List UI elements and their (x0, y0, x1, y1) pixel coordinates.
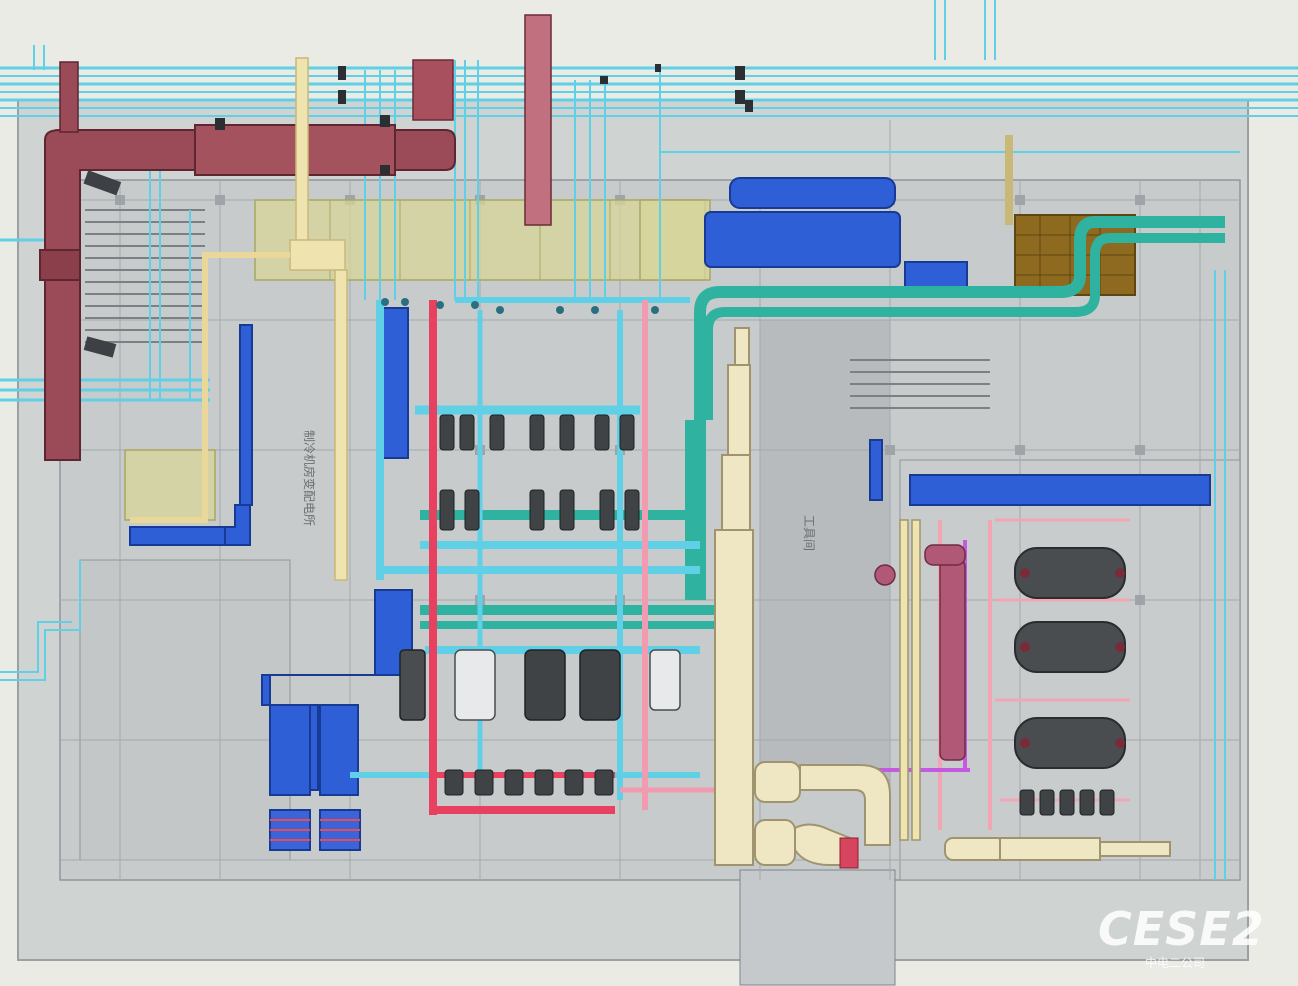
substation-room-label: 制冷机房变配电所 (302, 430, 317, 526)
cream-vertical-pipe (1005, 135, 1013, 225)
top-cyan-pipe-rack (0, 0, 1298, 402)
right-stair-treads (850, 359, 990, 409)
cream-vertical-pipes-right (899, 519, 921, 841)
cream-core-riser (714, 327, 1171, 866)
core-room (759, 319, 891, 781)
watermark-company-text: 中电二公司 (1145, 955, 1205, 970)
pipe-fittings (215, 64, 753, 175)
chilled-water-piping (420, 216, 1225, 629)
left-room (79, 559, 291, 861)
cyan-riser-pipes (0, 60, 1226, 880)
exhaust-stack (524, 14, 552, 226)
boilers (1014, 547, 1126, 769)
cese2-watermark: CESE2 中电二公司 (1098, 902, 1265, 970)
duct-damper-bands (270, 819, 360, 841)
pump-equipment (439, 414, 640, 531)
cream-pipes (130, 57, 348, 581)
left-stair-treads (85, 209, 205, 343)
small-pumps-row (444, 769, 1115, 816)
chiller-units (399, 649, 681, 721)
toolroom-label: 工具间 (802, 515, 816, 551)
watermark-logo-text: CESE2 (1098, 902, 1265, 956)
stair-shaft (739, 869, 896, 986)
boiler-flue-pipes (874, 544, 966, 761)
valves (381, 298, 659, 314)
exhaust-main-duct (44, 129, 456, 461)
exhaust-duct-system (39, 14, 552, 461)
red-flue-cap (839, 837, 859, 869)
boiler-burners (1020, 568, 1125, 748)
